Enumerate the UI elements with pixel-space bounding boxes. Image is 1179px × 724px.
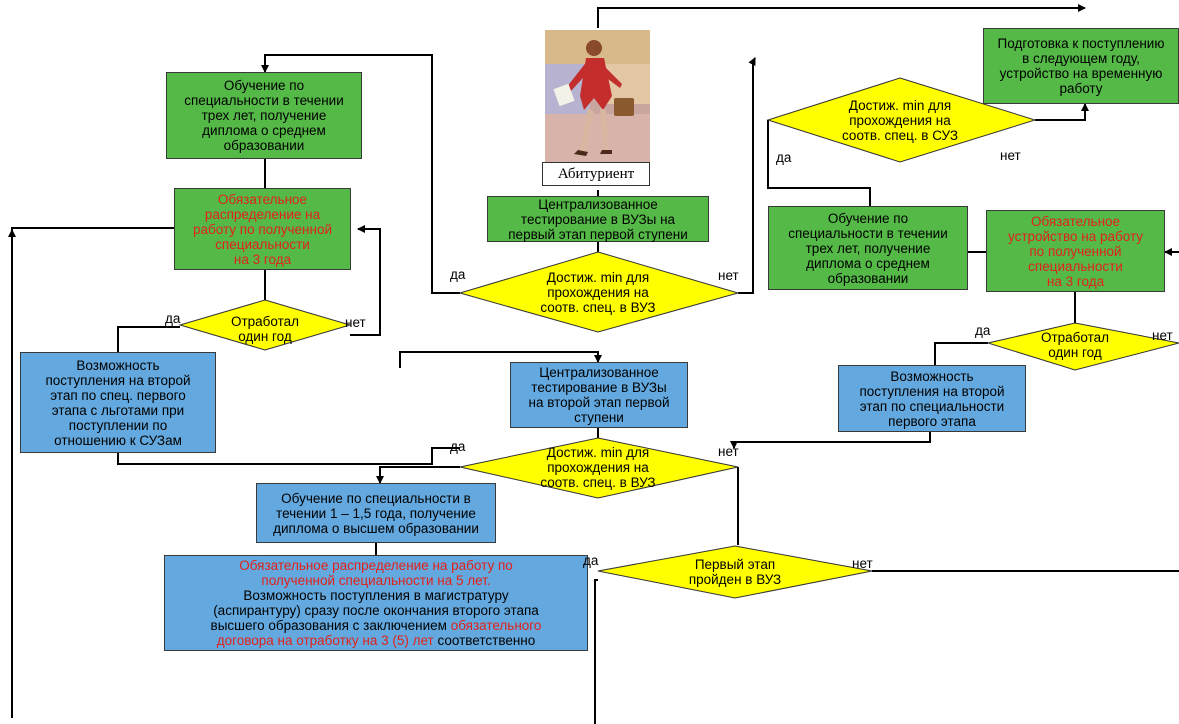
connector-right-blue-to-vuz2 — [730, 432, 931, 449]
connector-left-blue-bottom — [117, 447, 460, 465]
connector-vuz1-no — [738, 57, 756, 294]
box-mandatory-distribution-left: Обязательное распределение на работу по … — [174, 188, 351, 270]
connector-prep-to-applicant — [597, 4, 1086, 28]
connector-first-stage-yes — [594, 579, 598, 724]
decision-worked-left — [178, 299, 352, 351]
final-black-2: соответственно — [433, 633, 536, 648]
label-worked-left-yes: да — [165, 311, 181, 326]
box-prep-next-year: Подготовка к поступлению в следующем год… — [983, 28, 1179, 104]
connector-worked-left-no — [350, 225, 381, 336]
label-worked-left-no: нет — [345, 315, 366, 330]
decision-first-stage — [597, 545, 873, 599]
label-vuz1-yes: да — [450, 267, 466, 282]
final-red-2: обязательного договора на отработку на 3… — [216, 618, 542, 648]
label-worked-right-no: нет — [1152, 328, 1173, 343]
decision-suz-min-text: Достиж. min для прохождения на соотв. сп… — [842, 97, 958, 143]
box-study-3y-left-text: Обучение по специальности в течении трех… — [184, 78, 344, 153]
box-mandatory-employment-right: Обязательное устройство на работу по пол… — [986, 210, 1165, 292]
box-prep-next-year-text: Подготовка к поступлению в следующем год… — [997, 36, 1165, 96]
label-suz-no: нет — [1000, 148, 1021, 163]
connector-vuz2-yes — [376, 466, 460, 484]
connector-into-test-2 — [399, 351, 602, 368]
label-vuz2-no: нет — [718, 444, 739, 459]
box-study-3y-left: Обучение по специальности в течении трех… — [166, 72, 362, 159]
label-vuz2-yes: да — [450, 439, 466, 454]
decision-worked-right-text: Отработал один год — [1040, 330, 1110, 360]
label-vuz1-no: нет — [718, 268, 739, 283]
box-admission-right-text: Возможность поступления на второй этап п… — [859, 368, 1005, 429]
woman-with-briefcase-illustration — [545, 30, 650, 162]
final-black-1: Возможность поступления в магистратуру (… — [210, 588, 539, 633]
applicant-caption: Абитуриент — [542, 162, 650, 186]
final-red-1: Обязательное распределение на работу по … — [239, 558, 513, 588]
connector-worked-right-yes — [934, 342, 988, 365]
box-mandatory-distribution-left-text: Обязательное распределение на работу по … — [192, 191, 332, 267]
label-first-stage-no: нет — [852, 556, 873, 571]
box-centralized-test-2: Централизованное тестирование в ВУЗы на … — [510, 362, 688, 428]
box-study-3y-right: Обучение по специальности в течении трех… — [768, 206, 968, 290]
box-admission-right: Возможность поступления на второй этап п… — [838, 365, 1026, 432]
box-study-1-5y: Обучение по специальности в течении 1 – … — [256, 483, 496, 543]
box-centralized-test-1-text: Централизованное тестирование в ВУЗы на … — [508, 196, 688, 242]
decision-vuz-min-1-text: Достиж. min для прохождения на соотв. сп… — [540, 269, 656, 315]
box-centralized-test-1: Централизованное тестирование в ВУЗы на … — [487, 196, 709, 242]
decision-worked-right — [986, 322, 1179, 371]
connector-vuz1-yes — [261, 54, 460, 294]
connector-worked-left-yes — [117, 326, 180, 352]
box-study-3y-right-text: Обучение по специальности в течении трех… — [788, 210, 948, 286]
box-study-1-5y-text: Обучение по специальности в течении 1 – … — [273, 490, 479, 536]
box-centralized-test-2-text: Централизованное тестирование в ВУЗы на … — [528, 365, 670, 425]
decision-worked-left-text: Отработал один год — [230, 314, 300, 344]
decision-vuz-min-1 — [458, 251, 740, 333]
label-suz-yes: да — [776, 150, 792, 165]
decision-vuz-min-2-text: Достиж. min для прохождения на соотв. сп… — [540, 444, 656, 490]
box-admission-left: Возможность поступления на второй этап п… — [20, 352, 216, 453]
decision-first-stage-text: Первый этап пройден в ВУЗ — [688, 557, 782, 587]
box-final-distribution-text: Обязательное распределение на работу по … — [211, 558, 542, 648]
decision-vuz-min-2 — [459, 437, 739, 499]
label-first-stage-yes: да — [583, 553, 599, 568]
connector-suz-yes — [767, 120, 871, 206]
decision-suz-min — [766, 77, 1037, 163]
connector-suz-no — [1035, 103, 1089, 121]
box-final-distribution: Обязательное распределение на работу по … — [164, 555, 588, 651]
label-worked-right-yes: да — [975, 323, 991, 338]
box-admission-left-text: Возможность поступления на второй этап п… — [45, 357, 191, 448]
box-mandatory-employment-right-text: Обязательное устройство на работу по пол… — [1007, 213, 1144, 289]
connector-long-left-loop — [11, 227, 174, 718]
